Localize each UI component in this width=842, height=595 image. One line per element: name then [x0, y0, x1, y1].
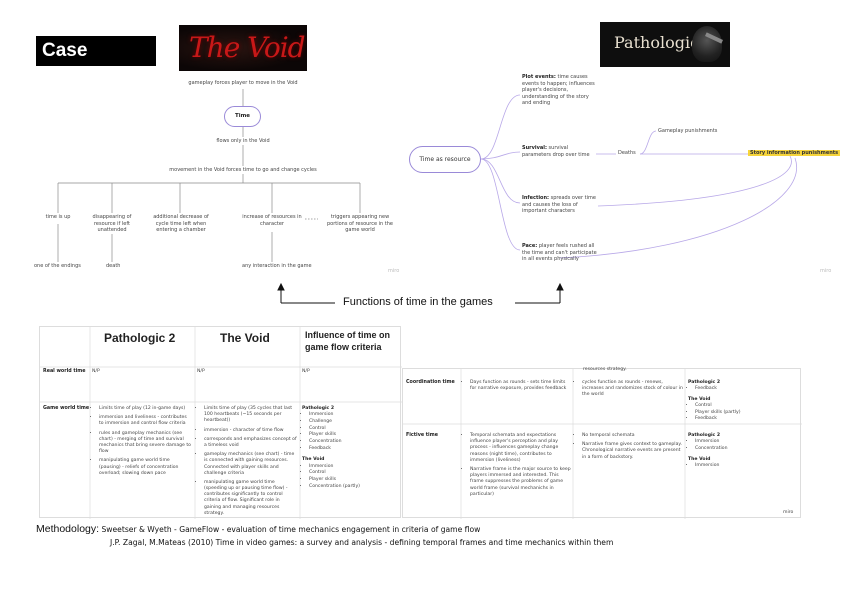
criteria-item: Immersion	[695, 463, 798, 469]
patho-branch-pace: Pace: player feels rushed all the time a…	[522, 243, 597, 262]
patho-story-punishments: Story information punishments	[748, 150, 841, 156]
patho-gameplay-punishments: Gameplay punishments	[658, 128, 718, 134]
real-world-criteria: N/P	[302, 369, 310, 374]
criteria-void-title: The Void	[302, 457, 325, 463]
criteria-item: Concentration (partly)	[309, 484, 398, 490]
criteria-p2-title: Pathologic 2	[302, 406, 335, 411]
methodology-line-2: J.P. Zagal, M.Mateas (2010) Time in vide…	[110, 538, 614, 547]
time-node: Time	[224, 106, 261, 127]
criteria-item: Feedback	[695, 416, 798, 422]
header-influence-criteria: Influence of time on game flow criteria	[305, 330, 391, 352]
game-world-p2-item: Limits time of play (12 in-game days)	[99, 406, 192, 412]
patho-branch-survival: Survival: survival parameters drop over …	[522, 145, 590, 158]
fictive-p2: Temporal schemata and expectations influ…	[463, 433, 571, 501]
void-branch-cycle-decrease: additional decrease of cycle time left w…	[153, 214, 209, 233]
criteria-void-title: The Void	[688, 456, 711, 462]
game-world-p2-item: manipulating game world time (pausing) -…	[99, 458, 192, 477]
row-label-game-world-time: Game world time	[43, 406, 90, 411]
fictive-void: No temporal schemata Narrative frame giv…	[575, 433, 683, 464]
criteria-p2-title: Pathologic 2	[688, 433, 721, 438]
game-world-void-item: gameplay mechanics (see chart) - time is…	[204, 452, 297, 477]
header-pathologic2: Pathologic 2	[104, 331, 176, 345]
game-world-void: Limits time of play (35 cycles that last…	[197, 406, 297, 520]
criteria-item: Challenge	[309, 419, 398, 425]
void-leaf-interaction: any interaction in the game	[242, 263, 312, 269]
criteria-item: Immersion	[695, 439, 798, 445]
criteria-item: Feedback	[695, 386, 798, 392]
game-world-p2-item: rules and gameplay mechanics (see chart)…	[99, 431, 192, 456]
void-branch-disappearing: disappearing of resource if left unatten…	[92, 214, 132, 233]
the-void-logo: The Void	[179, 25, 307, 71]
void-map-flows: flows only in the Void	[200, 138, 286, 145]
void-leaf-death: death	[106, 263, 121, 269]
real-world-void: N/P	[197, 369, 205, 374]
game-world-criteria: Pathologic 2 Immersion Challenge Control…	[302, 406, 398, 490]
the-void-logo-text: The Void	[189, 31, 306, 64]
coordination-p2: Days function as rounds - sets time limi…	[463, 380, 571, 395]
table-miro-mark: miro	[783, 510, 794, 515]
patho-map-miro-mark: miro	[820, 268, 832, 274]
criteria-item: Concentration	[309, 439, 398, 445]
coordination-p2-item: Days function as rounds - sets time limi…	[470, 380, 571, 392]
fictive-criteria: Pathologic 2 Immersion Concentration The…	[688, 433, 798, 469]
criteria-void-title: The Void	[688, 396, 711, 402]
void-map-miro-mark: miro	[388, 268, 400, 274]
real-world-p2: N/P	[92, 369, 100, 374]
pathologic-logo-text: Pathologic2	[614, 33, 710, 52]
coordination-criteria: Pathologic 2 Feedback The Void Control P…	[688, 380, 798, 423]
void-map-movement: movement in the Void forces time to go a…	[163, 167, 323, 174]
criteria-item: Immersion	[309, 464, 398, 470]
void-branch-triggers: triggers appearing new portions of resou…	[326, 214, 394, 233]
criteria-item: Concentration	[695, 446, 798, 452]
criteria-item: Feedback	[309, 446, 398, 452]
row-label-fictive-time: Fictive time	[406, 433, 438, 438]
table-left-grid	[40, 327, 402, 519]
criteria-item: Player skills	[309, 432, 398, 438]
table-right: resources strategy. Coordination time Da…	[402, 367, 802, 519]
header-the-void: The Void	[220, 331, 270, 345]
fictive-p2-item: Narrative frame is the major source to k…	[470, 467, 571, 498]
game-world-p2-item: immersion and liveliness - contributes t…	[99, 415, 192, 427]
mind-map-connectors	[57, 89, 797, 304]
game-world-p2: Limits time of play (12 in-game days) im…	[92, 406, 192, 480]
fictive-void-item: No temporal schemata	[582, 433, 683, 439]
patho-branch-plot-events: Plot events: time causes events to happe…	[522, 74, 595, 106]
criteria-item: Player skills	[309, 477, 398, 483]
page-title: Case studies	[36, 36, 156, 91]
methodology-text-1: Sweetser & Wyeth - GameFlow - evaluation…	[99, 525, 481, 534]
criteria-item: Player skills (partly)	[695, 410, 798, 416]
table-left: Pathologic 2 The Void Influence of time …	[39, 326, 402, 520]
void-map-top-text: gameplay forces player to move in the Vo…	[188, 80, 298, 86]
row-label-coordination-time: Coordination time	[406, 380, 455, 385]
table-right-grid	[403, 369, 802, 519]
void-top-fragment: resources strategy.	[583, 367, 627, 372]
pathologic-logo: Pathologic2	[600, 22, 730, 67]
game-world-void-item: Limits time of play (35 cycles that last…	[204, 406, 297, 425]
coordination-void-item: cycles function as rounds - renews, incr…	[582, 380, 683, 399]
criteria-item: Immersion	[309, 412, 398, 418]
methodology-label: Methodology:	[36, 523, 100, 535]
game-world-void-item: immersion - character of time flow	[204, 428, 297, 434]
patho-deaths: Deaths	[618, 150, 636, 156]
functions-caption: Functions of time in the games	[343, 296, 493, 308]
game-world-void-item: corresponds and emphasizes concept of a …	[204, 437, 297, 449]
methodology-line-1: Methodology: Sweetser & Wyeth - GameFlow…	[36, 523, 480, 535]
patho-branch-infection: Infection: spreads over time and causes …	[522, 195, 596, 214]
row-label-real-world-time: Real world time	[43, 369, 86, 374]
criteria-p2-title: Pathologic 2	[688, 380, 721, 385]
void-branch-increase-resources: increase of resources in character	[242, 214, 302, 227]
criteria-item: Control	[695, 403, 798, 409]
criteria-item: Control	[309, 470, 398, 476]
time-as-resource-node: Time as resource	[409, 146, 481, 173]
fictive-void-item: Narrative frame gives context to gamepla…	[582, 442, 683, 461]
void-leaf-ending: one of the endings	[34, 263, 81, 269]
criteria-item: Control	[309, 426, 398, 432]
game-world-void-item: manipulating game world time (speeding u…	[204, 480, 297, 517]
plague-doctor-mask-icon	[692, 26, 722, 62]
void-branch-time-is-up: time is up	[45, 214, 71, 220]
coordination-void: cycles function as rounds - renews, incr…	[575, 380, 683, 402]
fictive-p2-item: Temporal schemata and expectations influ…	[470, 433, 571, 464]
